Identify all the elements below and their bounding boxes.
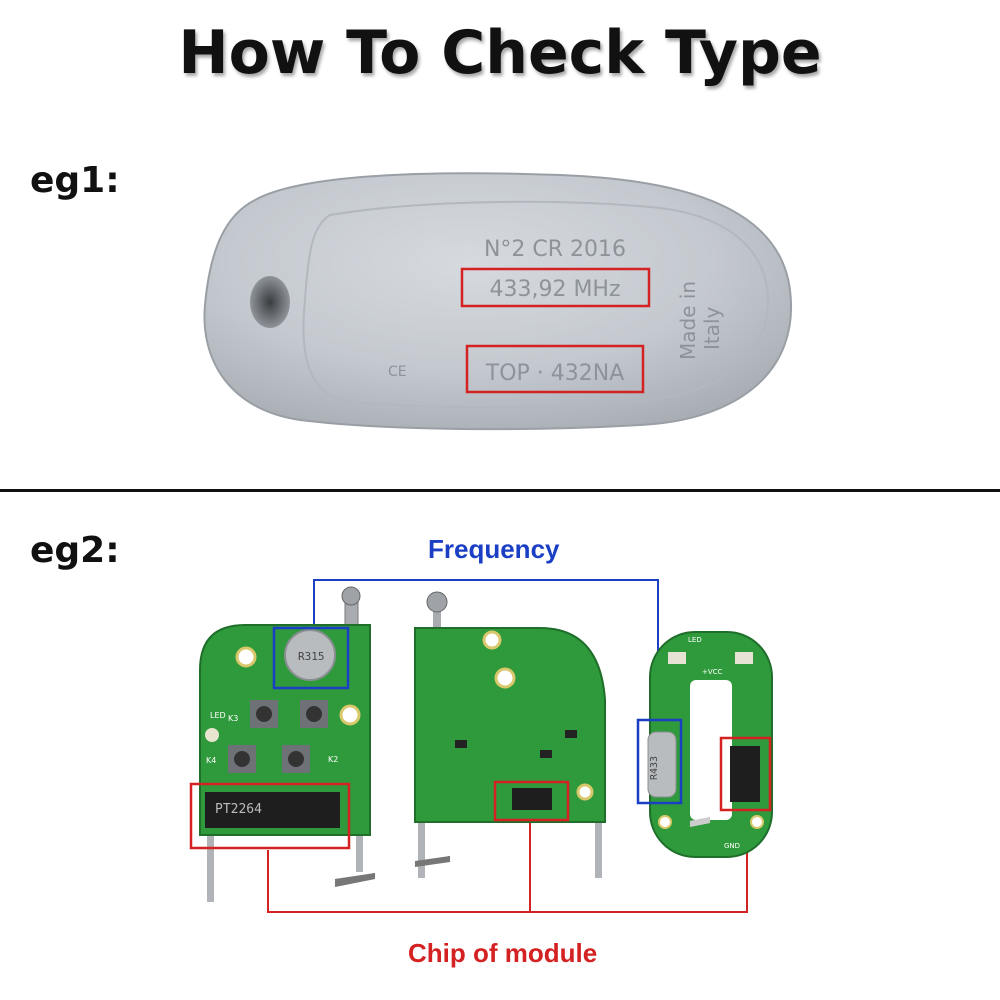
fob-model-text: TOP · 432NA xyxy=(485,361,625,386)
board1-crystal-label: R315 xyxy=(298,650,325,663)
section-divider xyxy=(0,489,1000,492)
model-highlight-box xyxy=(465,344,645,394)
frequency-highlight-box xyxy=(460,267,651,308)
board1-frequency-box xyxy=(272,626,350,690)
keyring-hole xyxy=(250,276,290,328)
ce-mark: CE xyxy=(388,364,407,380)
board1-k2-label: K2 xyxy=(328,755,338,764)
fob-frequency-text: 433,92 MHz xyxy=(489,277,620,302)
frequency-caption: Frequency xyxy=(428,534,560,564)
fob-battery-text: N°2 CR 2016 xyxy=(484,237,626,262)
pcb-board-3: R433 LED +VCC GND xyxy=(647,631,773,858)
fob-body xyxy=(203,172,793,431)
board1-led-label: LED xyxy=(210,711,226,720)
pcb-board-2 xyxy=(414,591,606,878)
chip-caption: Chip of module xyxy=(408,938,598,968)
board1-chip-label: PT2264 xyxy=(215,802,262,817)
board3-crystal-label: R433 xyxy=(649,756,660,780)
pcb-modules-photo: R315 LED K3 K4 K2 PT2264 xyxy=(189,579,773,913)
chip-connector-line xyxy=(267,808,748,913)
board3-frequency-box xyxy=(636,718,683,805)
board3-gnd-label: GND xyxy=(724,842,740,850)
eg2-label: eg2: xyxy=(30,530,120,571)
board1-chip-box xyxy=(189,782,351,850)
fob-panel-edge xyxy=(302,200,770,409)
board3-vcc-label: +VCC xyxy=(702,668,723,676)
fob-italy-text: Italy xyxy=(700,306,724,350)
remote-fob-photo: N°2 CR 2016 433,92 MHz TOP · 432NA CE Ma… xyxy=(203,172,793,431)
page-title: How To Check Type xyxy=(178,18,822,88)
board3-led-label: LED xyxy=(688,636,702,644)
board3-chip-box xyxy=(719,736,772,812)
pcb-board-1: R315 LED K3 K4 K2 PT2264 xyxy=(199,586,376,902)
board1-k3-label: K3 xyxy=(228,714,238,723)
board1-k4-label: K4 xyxy=(206,756,216,765)
fob-made-in-text: Made in xyxy=(676,281,700,360)
eg1-label: eg1: xyxy=(30,160,120,201)
board2-chip-box xyxy=(493,780,570,822)
